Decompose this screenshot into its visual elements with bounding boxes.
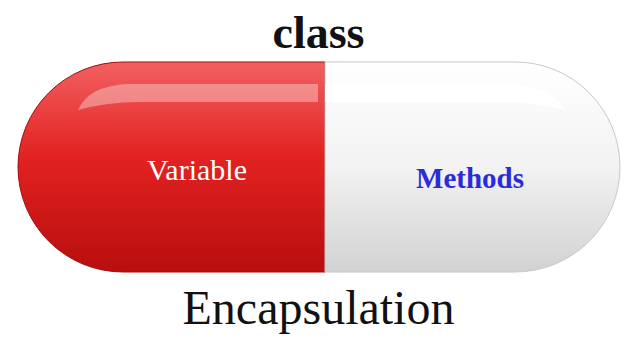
capsule-white-half: Methods bbox=[325, 62, 620, 272]
capsule-highlight bbox=[78, 84, 318, 110]
capsule-label: Variable bbox=[147, 153, 247, 187]
capsule-red-half: Variable bbox=[18, 62, 325, 272]
capsule-highlight bbox=[325, 84, 565, 110]
capsule-label: Methods bbox=[416, 162, 524, 195]
capsule-body bbox=[18, 62, 325, 272]
diagram-caption: Encapsulation bbox=[0, 280, 637, 335]
class-title: class bbox=[0, 6, 637, 59]
capsule-body bbox=[325, 62, 620, 272]
